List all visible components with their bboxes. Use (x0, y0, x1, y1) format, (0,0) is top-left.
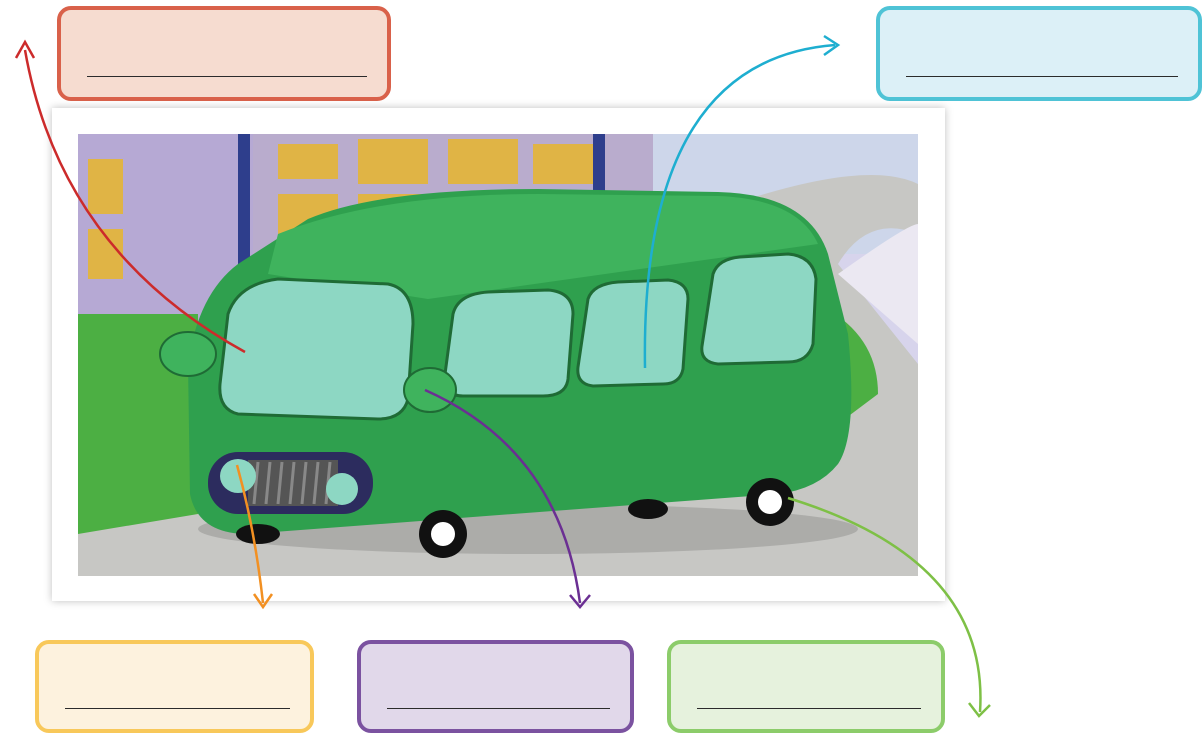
arrow-head-red (16, 42, 34, 58)
headlight-right (326, 473, 358, 505)
side-window-2 (578, 280, 688, 386)
label-box-wheel[interactable] (667, 640, 945, 733)
arrow-head-cyan (824, 36, 838, 55)
bus-picture-frame (52, 108, 945, 601)
bus-illustration (78, 134, 918, 576)
answer-line[interactable] (65, 708, 290, 709)
side-window-3 (702, 254, 816, 364)
answer-line[interactable] (906, 76, 1178, 77)
label-box-windshield[interactable] (57, 6, 391, 101)
arrow-head-green (969, 703, 990, 716)
mirror-right (404, 368, 456, 412)
headlight-left (220, 459, 256, 493)
answer-line[interactable] (387, 708, 610, 709)
windshield (220, 279, 413, 419)
label-box-side-window[interactable] (876, 6, 1202, 101)
label-box-mirror[interactable] (357, 640, 634, 733)
answer-line[interactable] (697, 708, 921, 709)
side-window-1 (445, 290, 573, 396)
label-box-headlight[interactable] (35, 640, 314, 733)
answer-line[interactable] (87, 76, 367, 77)
mirror-left (160, 332, 216, 376)
